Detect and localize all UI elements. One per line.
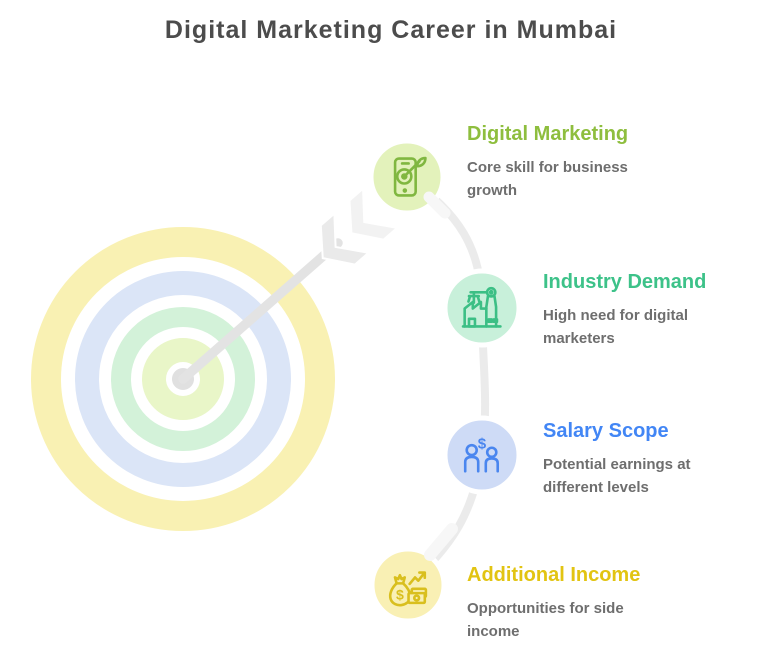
milestone-connector-path xyxy=(403,173,490,589)
factory-roof xyxy=(463,300,488,328)
target-ring-blue xyxy=(75,271,291,487)
phone-body xyxy=(393,157,417,197)
growth-arrow-head xyxy=(418,571,427,580)
people-dollar-icon: $ xyxy=(463,436,500,473)
crane-pulley-dot xyxy=(488,289,494,295)
banknote-front xyxy=(407,591,427,605)
dart-fletching-leaf xyxy=(415,156,427,168)
page-title: Digital Marketing Career in Mumbai xyxy=(164,16,618,44)
factory-window-2 xyxy=(492,318,499,324)
arrow-shaft xyxy=(178,238,343,384)
milestone-label: Additional Income xyxy=(467,564,641,586)
milestone-digital-marketing: Digital Marketing Core skill for busines… xyxy=(467,122,659,202)
target-ring-outer xyxy=(31,227,335,531)
growth-arrow-line xyxy=(408,571,426,586)
milestone-label: Salary Scope xyxy=(543,420,669,442)
arrow-feather-back xyxy=(348,186,400,241)
person-left-head xyxy=(465,443,478,457)
milestone-industry-demand: Industry Demand High need for digital ma… xyxy=(543,270,735,350)
target-on-screen xyxy=(395,168,413,185)
person-right-head xyxy=(485,446,498,459)
milestone-circle-salary-scope xyxy=(442,415,522,495)
money-bag-tie xyxy=(393,573,407,585)
crane-claw xyxy=(467,290,481,304)
money-bag-growth-icon: $ xyxy=(388,571,428,607)
milestone-description: Core skill for business growth xyxy=(467,159,628,199)
person-right-body xyxy=(484,457,500,473)
phone-home-dot xyxy=(402,188,408,193)
factory-crane-icon xyxy=(461,286,502,328)
target-ring-inner xyxy=(142,338,224,420)
person-left-body xyxy=(463,455,480,473)
milestone-circle-additional-income xyxy=(369,546,447,624)
milestone-additional-income: Additional Income Opportunities for side… xyxy=(467,563,659,643)
target-bullseye xyxy=(31,227,335,531)
path-casing-over-circle-1 xyxy=(423,191,451,219)
dollar-sign-glyph: $ xyxy=(396,587,404,603)
smartphone-target-dart-icon xyxy=(393,156,427,197)
milestone-description: Potential earnings at different levels xyxy=(543,456,691,496)
factory-window-1 xyxy=(487,318,494,324)
milestone-label: Digital Marketing xyxy=(467,123,629,145)
arrow-icon xyxy=(172,186,400,390)
arrow-feather-front xyxy=(319,211,371,266)
dollar-sign-glyph: $ xyxy=(478,436,487,453)
banknote-coin-circle xyxy=(412,594,421,602)
milestone-description: Opportunities for side income xyxy=(467,600,624,640)
arrow-fletching xyxy=(319,186,400,266)
path-casing-over-circle-4 xyxy=(424,523,458,561)
milestone-description: High need for digital marketers xyxy=(543,307,688,347)
factory-door xyxy=(467,317,477,328)
milestone-label: Industry Demand xyxy=(543,271,707,293)
milestone-salary-scope: Salary Scope Potential earnings at diffe… xyxy=(543,419,735,499)
target-ring-mint xyxy=(111,307,255,451)
